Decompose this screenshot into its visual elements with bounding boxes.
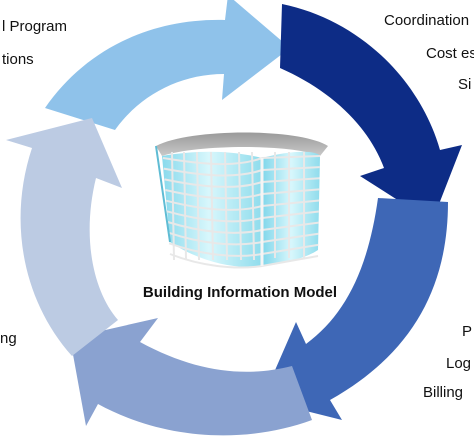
top-right-label-1: Coordination [384, 12, 470, 29]
facade-floor-line-right [261, 243, 319, 255]
top-right-label-3: Si [458, 76, 472, 93]
facade-floor-line-right [261, 188, 320, 195]
facade-mullion [183, 151, 187, 261]
center-title: Building Information Model [142, 284, 338, 301]
facade-floor-line-right [261, 232, 319, 243]
cycle-arrow-left [6, 118, 122, 356]
facade-mullion [224, 151, 228, 261]
bottom-right-label-1: P [462, 323, 473, 340]
bottom-right-label-3: Billing [423, 384, 464, 401]
facade-floor-line-right [261, 210, 320, 219]
top-left-label-2: tions [2, 51, 34, 68]
facade-floor-line [169, 253, 263, 269]
cycle-arrow-bottom-right [262, 198, 448, 420]
bottom-right-label-2: Log [446, 355, 472, 372]
top-left-label-1: l Program [2, 18, 68, 35]
top-right-label-2: Cost es [426, 45, 474, 62]
facade-mullion [171, 151, 175, 261]
facade-mullion [210, 151, 214, 261]
cycle-arrow-top [45, 0, 290, 130]
facade-floor-line-right [261, 166, 320, 171]
cycle-arrow-bottom-left [70, 318, 312, 436]
building-illustration [155, 132, 328, 269]
facade-floor-line-right [261, 221, 319, 231]
facade-floor-line-right [261, 255, 319, 267]
facade-floor-line [164, 178, 263, 188]
facade-floor-line-right [261, 177, 320, 183]
facade-mullion [196, 151, 200, 261]
cycle-arrow-right [280, 4, 462, 222]
bottom-left-label-1: ng [0, 330, 17, 347]
facade-floor-line-right [261, 155, 321, 159]
facade-floor-line-right [261, 199, 320, 207]
facade-mullion [238, 151, 242, 261]
facade-mullion [251, 151, 255, 261]
